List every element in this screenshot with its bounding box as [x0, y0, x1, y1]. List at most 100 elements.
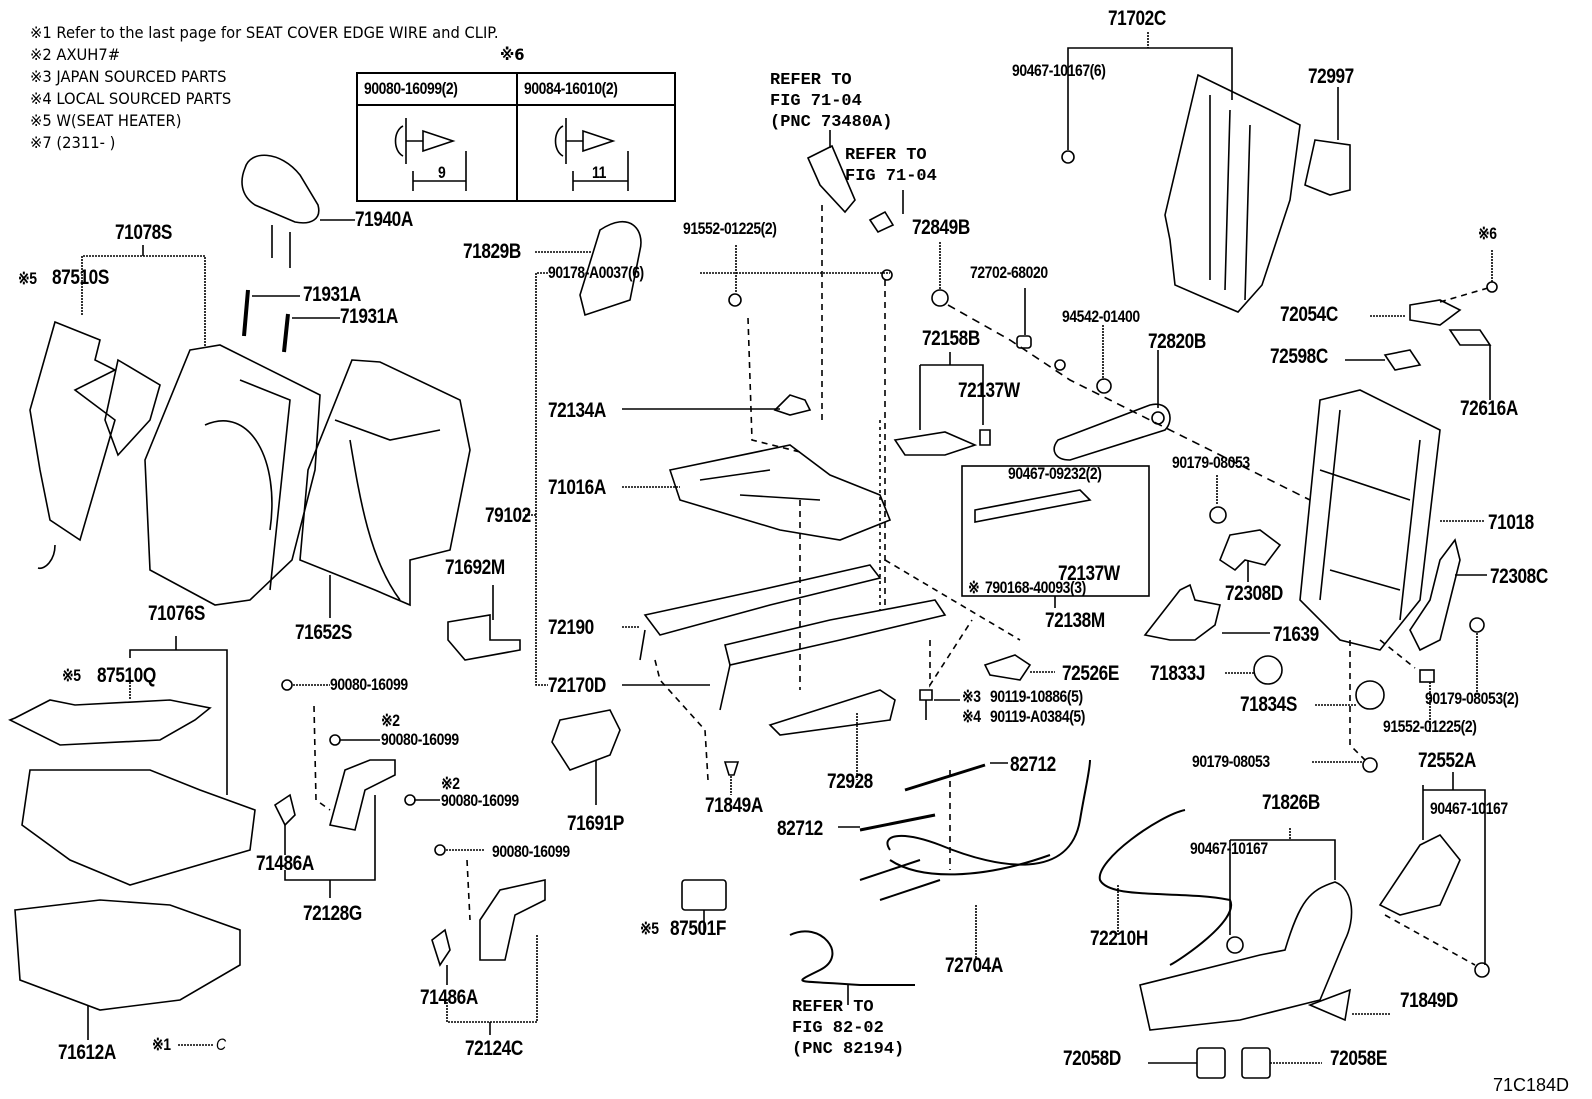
- seat-back-cover: [299, 359, 471, 607]
- part-label-72124C[interactable]: 72124C: [465, 1037, 523, 1060]
- part-label-82712-b[interactable]: 82712: [777, 817, 823, 840]
- seat-track-lower: [724, 599, 947, 666]
- refer-fig-71-04-pnc-73480A[interactable]: REFER TO FIG 71-04 (PNC 73480A): [770, 71, 893, 132]
- seatback-board: [1164, 73, 1301, 313]
- part-label-72308D[interactable]: 72308D: [1225, 582, 1283, 605]
- mark-japan-sourced: ※3: [962, 687, 981, 706]
- bolt-71931A: [242, 289, 290, 353]
- part-label-94542-01400[interactable]: 94542-01400: [1062, 307, 1140, 326]
- seat-track-upper: [643, 564, 882, 636]
- part-label-72054C[interactable]: 72054C: [1280, 303, 1338, 326]
- part-label-72308C[interactable]: 72308C: [1490, 565, 1548, 588]
- headrest-stay: [271, 225, 291, 268]
- clip-icon: C: [216, 1035, 226, 1054]
- part-label-91552-01225-right[interactable]: 91552-01225(2): [1383, 717, 1477, 736]
- 72138M-assembly-box: [961, 465, 1150, 597]
- refer-fig-71-04[interactable]: REFER TO FIG 71-04: [845, 146, 937, 186]
- part-label-90080-16099-a[interactable]: 90080-16099: [330, 675, 408, 694]
- part-label-72134A[interactable]: 72134A: [548, 399, 606, 422]
- part-label-72704A[interactable]: 72704A: [945, 954, 1003, 977]
- part-label-71016A[interactable]: 71016A: [548, 476, 606, 499]
- part-label-71834S[interactable]: 71834S: [1240, 693, 1297, 716]
- part-label-90467-10167-6[interactable]: 90467-10167(6): [1012, 61, 1106, 80]
- part-label-72210H[interactable]: 72210H: [1090, 927, 1148, 950]
- part-label-72170D[interactable]: 72170D: [548, 674, 606, 697]
- part-label-87510Q[interactable]: 87510Q: [97, 664, 156, 687]
- headrest-shape: [241, 154, 320, 224]
- fastener-part-1: 90080-16099(2): [364, 79, 458, 98]
- part-label-72552A[interactable]: 72552A: [1418, 749, 1476, 772]
- heater-mark-87510S: ※5: [18, 269, 37, 288]
- part-label-71702C[interactable]: 71702C: [1108, 7, 1166, 30]
- part-label-90467-10167-mid[interactable]: 90467-10167: [1190, 839, 1268, 858]
- part-label-790168-40093-3[interactable]: 790168-40093(3): [985, 578, 1086, 597]
- part-label-72128G[interactable]: 72128G: [303, 902, 362, 925]
- part-label-72058E[interactable]: 72058E: [1330, 1047, 1387, 1070]
- part-label-71692M[interactable]: 71692M: [445, 556, 505, 579]
- part-label-72190[interactable]: 72190: [548, 616, 594, 639]
- part-label-71078S[interactable]: 71078S: [115, 221, 172, 244]
- part-label-71652S[interactable]: 71652S: [295, 621, 352, 644]
- seatback-frame: [1299, 389, 1441, 651]
- part-label-82712-a[interactable]: 82712: [1010, 753, 1056, 776]
- part-label-90179-08053-b[interactable]: 90179-08053: [1192, 752, 1270, 771]
- part-label-72997[interactable]: 72997: [1308, 65, 1354, 88]
- part-label-79102[interactable]: 79102: [485, 504, 531, 527]
- part-label-90119-A0384-5[interactable]: 90119-A0384(5): [990, 707, 1086, 726]
- part-label-90119-10886-5[interactable]: 90119-10886(5): [990, 687, 1083, 706]
- part-label-90179-08053-a[interactable]: 90179-08053: [1172, 453, 1250, 472]
- part-label-71612A[interactable]: 71612A: [58, 1041, 116, 1064]
- part-label-71829B[interactable]: 71829B: [463, 240, 521, 263]
- part-label-71486A-1[interactable]: 71486A: [256, 852, 314, 875]
- part-label-71826B[interactable]: 71826B: [1262, 791, 1320, 814]
- note-3: ※3 JAPAN SOURCED PARTS: [30, 67, 227, 86]
- part-label-72616A[interactable]: 72616A: [1460, 397, 1518, 420]
- mark-790168: ※: [968, 578, 980, 597]
- part-label-72526E[interactable]: 72526E: [1062, 662, 1119, 685]
- heater-mark-87510Q: ※5: [62, 666, 81, 685]
- part-label-71849D[interactable]: 71849D: [1400, 989, 1458, 1012]
- part-label-90080-16099-c[interactable]: 90080-16099: [441, 791, 519, 810]
- part-label-71931A-1[interactable]: 71931A: [303, 283, 361, 306]
- side-shield: [1139, 881, 1353, 1031]
- part-label-71076S[interactable]: 71076S: [148, 602, 205, 625]
- part-label-71486A-2[interactable]: 71486A: [420, 986, 478, 1009]
- part-label-71833J[interactable]: 71833J: [1150, 662, 1206, 685]
- screw-icon: [554, 118, 616, 164]
- part-label-90467-10167-right[interactable]: 90467-10167: [1430, 799, 1508, 818]
- note-4: ※4 LOCAL SOURCED PARTS: [30, 89, 232, 108]
- part-label-72137W-box[interactable]: 72137W: [1058, 562, 1120, 585]
- fastener-table-marker: ※6: [500, 45, 525, 64]
- part-label-72702-68020[interactable]: 72702-68020: [970, 263, 1048, 282]
- part-label-90080-16099-b[interactable]: 90080-16099: [381, 730, 459, 749]
- part-label-90179-08053-2[interactable]: 90179-08053(2): [1425, 689, 1519, 708]
- part-label-71940A[interactable]: 71940A: [355, 208, 413, 231]
- note-5: ※5 W(SEAT HEATER): [30, 111, 182, 130]
- screw-icons: [394, 118, 629, 191]
- part-label-72138M[interactable]: 72138M: [1045, 609, 1105, 632]
- part-label-72598C[interactable]: 72598C: [1270, 345, 1328, 368]
- part-label-71849A[interactable]: 71849A: [705, 794, 763, 817]
- clip-note-mark: ※1: [152, 1035, 171, 1054]
- part-label-90467-09232-2[interactable]: 90467-09232(2): [1008, 464, 1102, 483]
- mark-axuh7-c: ※2: [441, 774, 460, 793]
- part-label-72158B[interactable]: 72158B: [922, 327, 980, 350]
- part-label-87501F[interactable]: 87501F: [670, 917, 726, 940]
- part-label-71691P[interactable]: 71691P: [567, 812, 624, 835]
- part-label-90080-16099-d[interactable]: 90080-16099: [492, 842, 570, 861]
- part-label-72137W-top[interactable]: 72137W: [958, 379, 1020, 402]
- part-label-87510S[interactable]: 87510S: [52, 266, 109, 289]
- part-label-72820B[interactable]: 72820B: [1148, 330, 1206, 353]
- seat-cushion-frame: [668, 444, 892, 541]
- part-label-72058D[interactable]: 72058D: [1063, 1047, 1121, 1070]
- part-label-71931A-2[interactable]: 71931A: [340, 305, 398, 328]
- part-label-72849B[interactable]: 72849B: [912, 216, 970, 239]
- part-label-90178-A0037-6[interactable]: 90178-A0037(6): [548, 263, 644, 282]
- seat-cushion-pad: [21, 769, 256, 886]
- refer-fig-82-02-pnc-82194[interactable]: REFER TO FIG 82-02 (PNC 82194): [792, 998, 905, 1059]
- part-label-71018[interactable]: 71018: [1488, 511, 1534, 534]
- part-label-71639[interactable]: 71639: [1273, 623, 1319, 646]
- part-label-72928[interactable]: 72928: [827, 770, 873, 793]
- part-label-91552-01225-top[interactable]: 91552-01225(2): [683, 219, 777, 238]
- fastener-length-2: 11: [592, 163, 606, 182]
